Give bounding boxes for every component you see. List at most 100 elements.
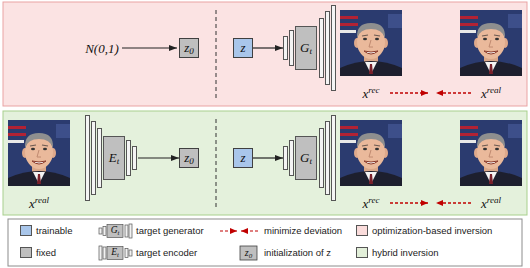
legend-encoder-bar	[99, 246, 102, 260]
network-label: Gt	[300, 40, 312, 56]
network-label: Gt	[300, 150, 312, 166]
legend-generator-bar	[129, 224, 132, 238]
legend-deviation-arrow	[241, 230, 258, 231]
latent-label: z	[240, 40, 245, 56]
superscript: real	[487, 85, 501, 95]
legend-encoder-bar	[125, 249, 128, 258]
face-photo	[340, 120, 402, 186]
base-letter: G	[111, 225, 118, 235]
generator-shape: Gt	[283, 5, 336, 91]
base-letter: E	[111, 247, 117, 257]
superscript: rec	[368, 195, 379, 205]
legend-encoder-bar	[129, 250, 132, 256]
base-letter: z	[245, 247, 249, 258]
image-label: xrec	[362, 197, 379, 210]
legend-text: trainable	[36, 226, 72, 236]
face-photo	[8, 120, 70, 186]
legend-encoder-bar	[103, 247, 106, 259]
divider-line	[216, 119, 217, 207]
latent-box: z0	[179, 148, 199, 168]
base-letter: E	[109, 150, 117, 165]
latent-box: z0	[179, 38, 199, 58]
flow-arrow	[138, 157, 179, 158]
latent-label: z0	[184, 40, 194, 56]
deviation-arrow	[436, 202, 471, 203]
network-layer	[320, 19, 324, 78]
legend-swatch	[356, 247, 368, 258]
subscript: t	[309, 46, 312, 56]
legend-icon-label: z0	[245, 248, 252, 258]
image-label: xreal	[481, 197, 501, 210]
subscript: t	[309, 156, 312, 166]
legend-encoder-box	[107, 247, 123, 260]
network-layer	[332, 6, 336, 91]
legend-text: initialization of z	[264, 248, 331, 258]
legend-icon-label: Gt	[111, 226, 120, 236]
generator-shape: Gt	[283, 115, 336, 201]
subscript: t	[117, 251, 119, 258]
subscript: 0	[189, 46, 194, 56]
deviation-arrow	[436, 92, 471, 93]
network-layer	[284, 37, 288, 60]
legend-swatch	[20, 225, 32, 236]
base-letter: G	[300, 150, 309, 165]
network-core	[104, 137, 125, 180]
legend-swatch	[20, 247, 32, 258]
encoder-shape: Et	[85, 115, 138, 201]
network-layer	[98, 129, 102, 188]
network-layer	[133, 147, 137, 170]
image-label: xrec	[362, 87, 379, 100]
legend-text: optimization-based inversion	[372, 226, 492, 236]
superscript: real	[487, 195, 501, 205]
face-photo	[460, 120, 522, 186]
legend-text: fixed	[36, 248, 56, 258]
legend-box	[8, 219, 522, 266]
network-layer	[320, 129, 324, 188]
network-layer	[127, 141, 131, 176]
legend-generator-bar	[103, 227, 106, 236]
image-label: xreal	[29, 197, 49, 210]
network-layer	[290, 31, 294, 66]
flow-arrow	[253, 47, 283, 48]
hybrid-panel	[3, 111, 527, 215]
network-layer	[86, 116, 90, 201]
subscript: 0	[189, 156, 194, 166]
network-layer	[284, 147, 288, 170]
deviation-arrow	[390, 92, 428, 93]
network-layer	[290, 141, 294, 176]
legend-swatch	[356, 225, 368, 236]
image-label: xreal	[481, 87, 501, 100]
legend-text: target encoder	[136, 248, 197, 258]
network-core	[296, 137, 317, 180]
base-letter: x	[29, 196, 35, 211]
legend-generator-bar	[125, 225, 128, 237]
flow-arrow	[253, 157, 283, 158]
network-core	[296, 27, 317, 70]
base-letter: z	[184, 150, 189, 165]
legend-generator-box	[107, 225, 123, 238]
superscript: rec	[368, 85, 379, 95]
subscript: t	[118, 229, 120, 236]
deviation-arrow	[390, 202, 428, 203]
network-layer	[326, 12, 330, 85]
base-letter: x	[362, 86, 368, 101]
subscript: 0	[249, 252, 253, 260]
legend-init-box	[240, 246, 257, 260]
base-letter: x	[481, 196, 487, 211]
face-photo	[340, 10, 402, 76]
base-letter: x	[481, 86, 487, 101]
legend-text: hybrid inversion	[372, 248, 439, 258]
network-layer	[332, 116, 336, 201]
legend-text: target generator	[136, 226, 204, 236]
divider-line	[216, 10, 217, 98]
network-layer	[92, 122, 96, 195]
legend-deviation-arrow	[220, 230, 237, 231]
base-letter: z	[184, 40, 189, 55]
sample-arrow	[122, 47, 177, 48]
network-layer	[326, 122, 330, 195]
base-letter: x	[362, 196, 368, 211]
base-letter: G	[300, 40, 309, 55]
latent-box: z	[233, 148, 253, 168]
face-photo	[460, 10, 522, 76]
